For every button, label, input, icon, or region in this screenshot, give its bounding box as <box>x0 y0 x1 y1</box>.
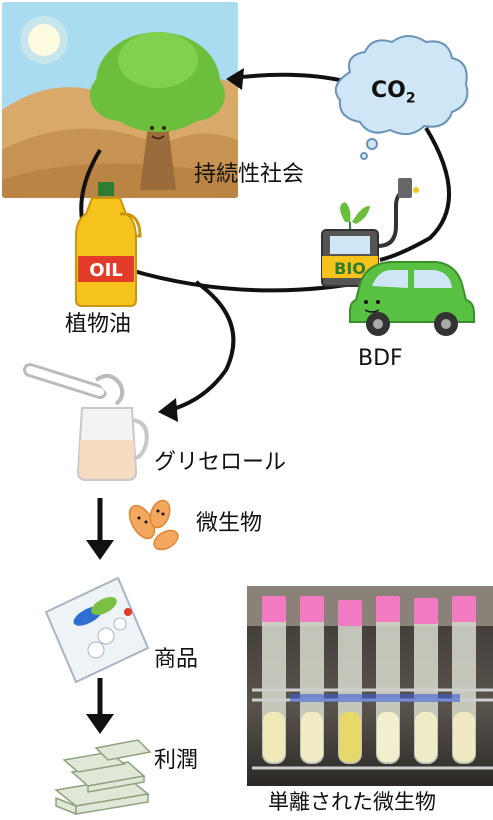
co2-text: CO <box>371 78 406 103</box>
photo-caption: 単離された微生物 <box>268 790 436 814</box>
label-vegetable-oil: 植物油 <box>65 312 132 337</box>
cycle-top-arc <box>231 72 349 84</box>
oil-bottle-text: OIL <box>89 260 122 281</box>
arrowhead-1 <box>86 540 114 560</box>
arrowhead-to-glycerol <box>158 398 178 422</box>
co2-subscript: 2 <box>405 90 416 107</box>
bio-sign-text: BIO <box>334 259 366 278</box>
co2-label: CO2 <box>371 78 416 106</box>
label-microbes: 微生物 <box>196 511 263 536</box>
label-bdf: BDF <box>358 346 403 371</box>
arrowhead-2 <box>86 714 114 734</box>
label-sustainable-society: 持続性社会 <box>194 162 305 187</box>
arrowhead-to-tree <box>226 68 244 90</box>
label-products: 商品 <box>154 647 199 672</box>
label-glycerol: グリセロール <box>154 450 287 475</box>
cycle-right-arc <box>379 126 451 262</box>
test-tube-group <box>262 612 476 764</box>
arrow-to-glycerol <box>169 280 236 412</box>
label-profit: 利潤 <box>154 748 199 773</box>
